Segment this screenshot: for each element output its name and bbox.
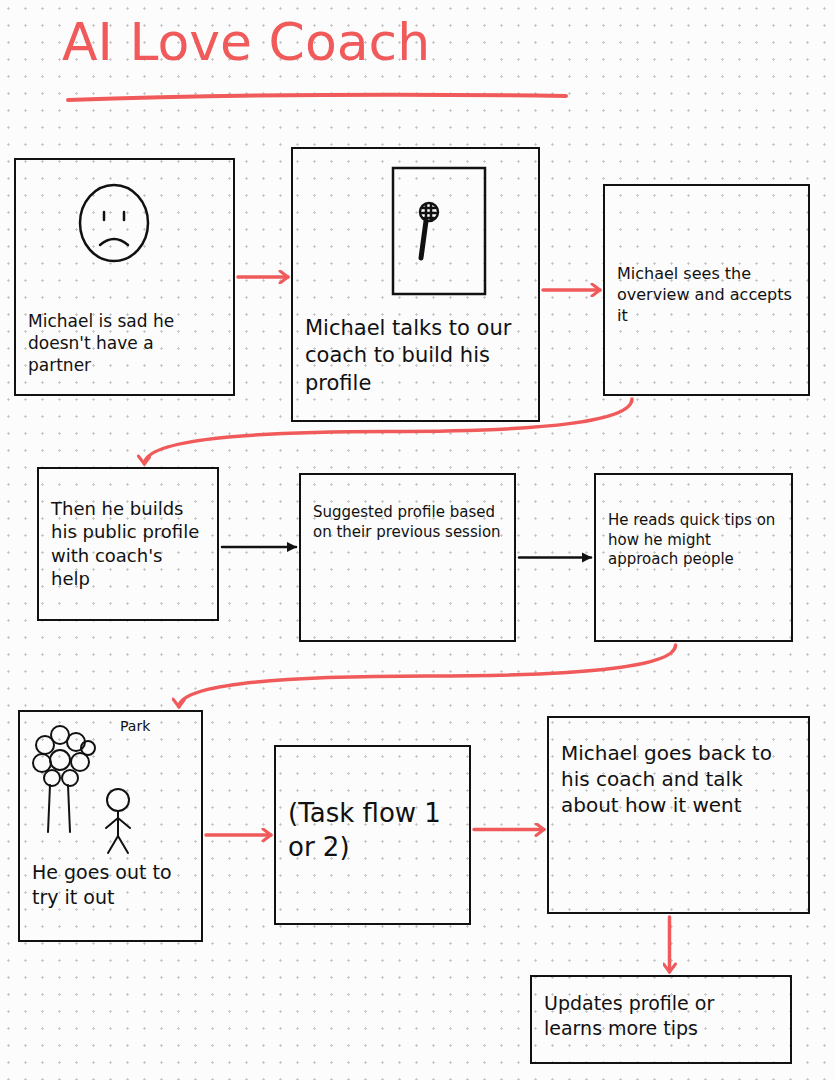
box-text: Suggested profile based on their previou… (313, 503, 502, 542)
box-text: He reads quick tips on how he might appr… (608, 511, 779, 570)
flow-arrow (668, 917, 672, 972)
flow-arrow (238, 275, 288, 279)
stick-figure (106, 789, 130, 853)
box-text: (Task flow 1 or 2) (288, 797, 457, 865)
story-box: He goes out to try it out (18, 710, 203, 942)
box-text: Michael goes back to his coach and talk … (561, 740, 796, 818)
box-text: He goes out to try it out (32, 860, 189, 909)
flow-arrow (206, 833, 271, 837)
box-text: Updates profile or learns more tips (544, 991, 778, 1040)
flow-arrow (144, 399, 632, 464)
flow-arrow (543, 288, 600, 292)
flow-arrow (474, 828, 544, 832)
microphone-icon (393, 168, 485, 294)
park-tree (33, 726, 95, 832)
sad-face (80, 185, 148, 261)
story-box: Michael is sad he doesn't have a partner (14, 158, 235, 396)
story-box: Michael talks to our coach to build his … (291, 147, 540, 422)
title-underline (68, 95, 566, 100)
place-label: Park (120, 718, 150, 735)
flow-arrow (519, 556, 591, 559)
story-box: Michael goes back to his coach and talk … (547, 716, 810, 914)
story-box: (Task flow 1 or 2) (274, 745, 471, 925)
title: AI Love Coach (62, 14, 430, 71)
box-text: Michael is sad he doesn't have a partner (28, 310, 221, 376)
story-box: Then he builds his public profile with c… (37, 467, 219, 621)
story-box: Michael sees the overview and accepts it (603, 184, 810, 396)
story-box: He reads quick tips on how he might appr… (594, 473, 793, 642)
box-text: Michael talks to our coach to build his … (305, 315, 526, 397)
flow-arrow (179, 645, 676, 707)
story-box: Updates profile or learns more tips (530, 975, 792, 1064)
story-box: Suggested profile based on their previou… (299, 473, 516, 642)
flow-arrow (222, 546, 296, 549)
box-text: Michael sees the overview and accepts it (617, 264, 796, 326)
box-text: Then he builds his public profile with c… (51, 497, 205, 591)
